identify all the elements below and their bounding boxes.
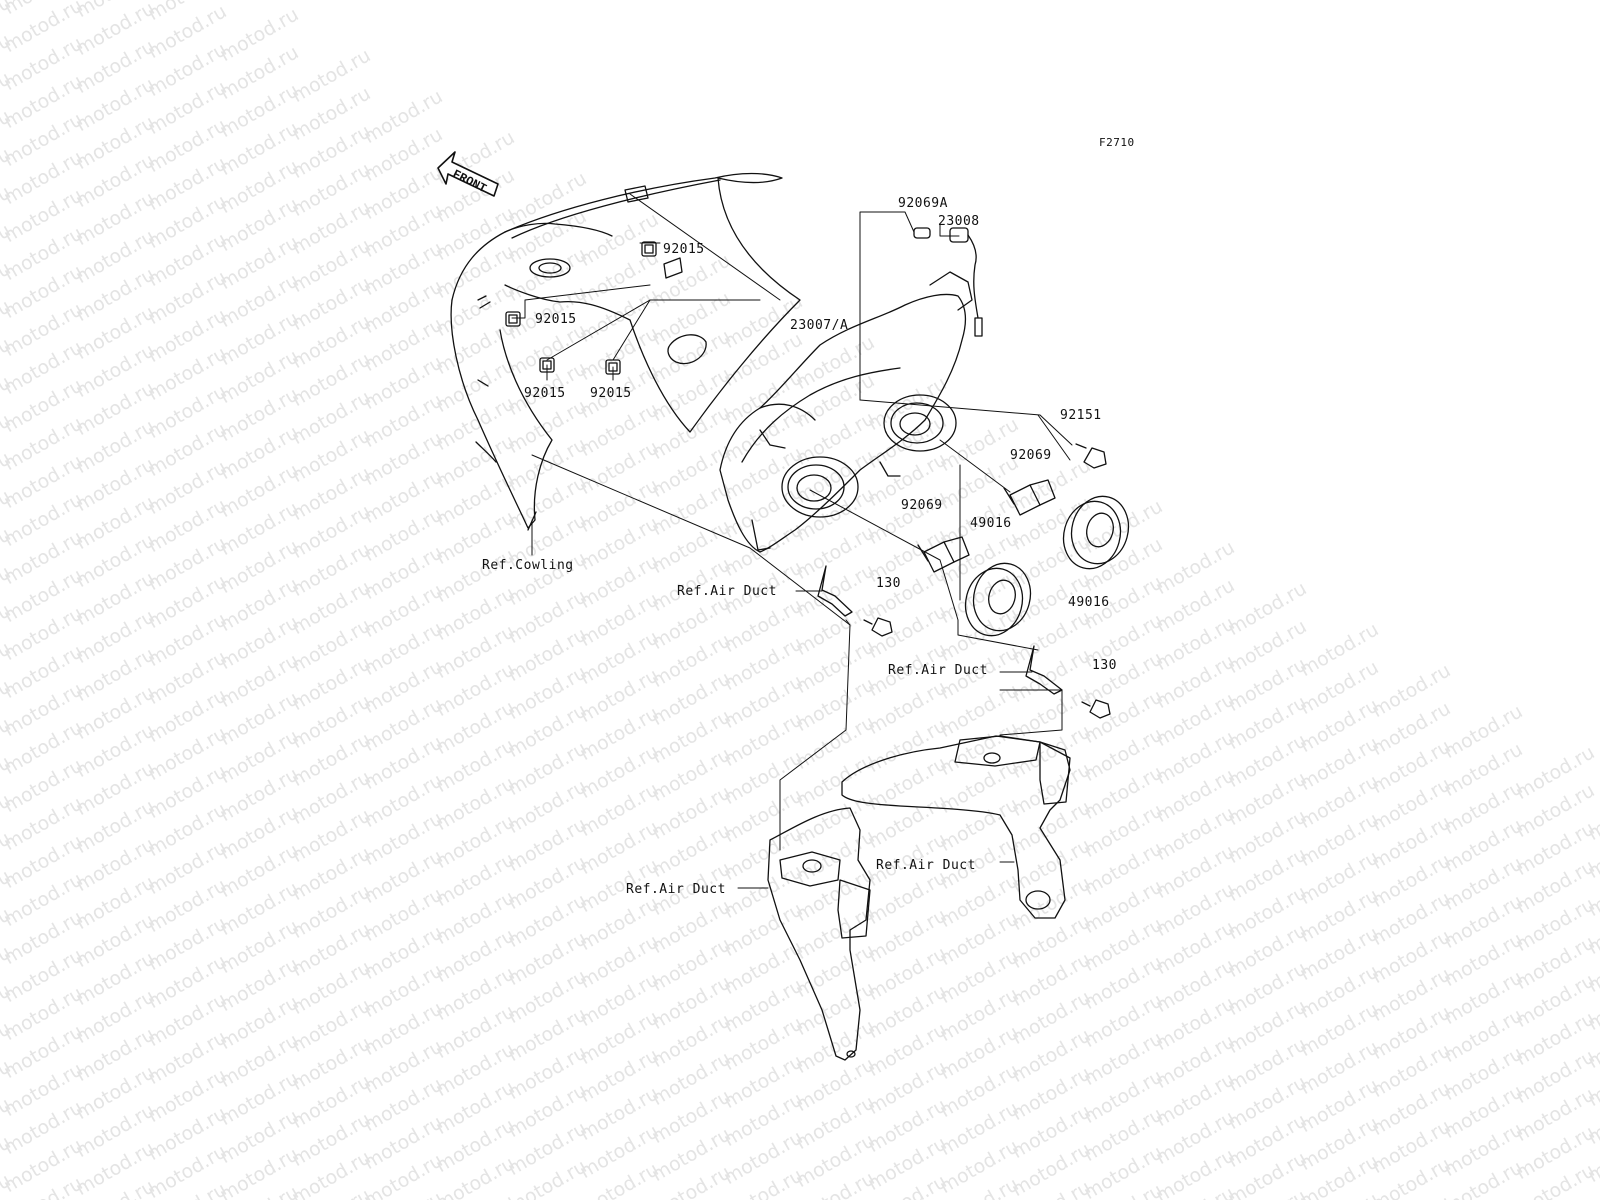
leader-lines — [511, 193, 1073, 889]
figure-code: F2710 — [1099, 136, 1135, 149]
air-duct-right — [841, 735, 1071, 919]
part-label-23007-A: 23007/A — [790, 318, 849, 333]
air-duct-left — [767, 807, 871, 1061]
ref-label-air-duct-bracket-left: Ref.Air Duct — [677, 584, 777, 599]
bulb-92069A — [913, 227, 931, 239]
ref-label-air-duct-right: Ref.Air Duct — [876, 858, 976, 873]
bracket-air-duct-left — [817, 565, 853, 617]
grommet-92015-b — [505, 311, 521, 327]
bolt-130-left — [863, 617, 893, 637]
part-label-92069-lower: 92069 — [901, 498, 943, 513]
ref-label-air-duct-left: Ref.Air Duct — [626, 882, 726, 897]
part-label-130-right: 130 — [1092, 658, 1117, 673]
bracket-air-duct-right — [1025, 645, 1063, 695]
socket-harness-23008 — [949, 227, 983, 337]
part-label-23008: 23008 — [938, 214, 980, 229]
part-label-92069A: 92069A — [898, 196, 948, 211]
part-label-92015-d: 92015 — [590, 386, 632, 401]
part-label-92015-a: 92015 — [663, 242, 705, 257]
grommet-92015-a — [641, 241, 657, 257]
part-label-130-left: 130 — [876, 576, 901, 591]
cover-49016-upper — [1062, 495, 1130, 570]
part-label-92069-upper: 92069 — [1010, 448, 1052, 463]
ref-label-air-duct-bracket-right: Ref.Air Duct — [888, 663, 988, 678]
part-label-49016-lower: 49016 — [970, 516, 1012, 531]
bolt-130-right — [1081, 699, 1111, 719]
screw-92151 — [1075, 443, 1107, 469]
part-label-92151: 92151 — [1060, 408, 1102, 423]
front-arrow-icon: FRONT — [437, 151, 499, 197]
headlight-assembly — [719, 271, 973, 553]
ref-label-cowling: Ref.Cowling — [482, 558, 574, 573]
part-label-92015-b: 92015 — [535, 312, 577, 327]
bulb-92069-upper — [1003, 479, 1056, 516]
cover-49016-lower — [964, 562, 1032, 637]
part-label-49016-upper: 49016 — [1068, 595, 1110, 610]
upper-cowling — [450, 172, 801, 531]
bulb-92069-lower — [917, 536, 970, 573]
part-label-92015-c: 92015 — [524, 386, 566, 401]
